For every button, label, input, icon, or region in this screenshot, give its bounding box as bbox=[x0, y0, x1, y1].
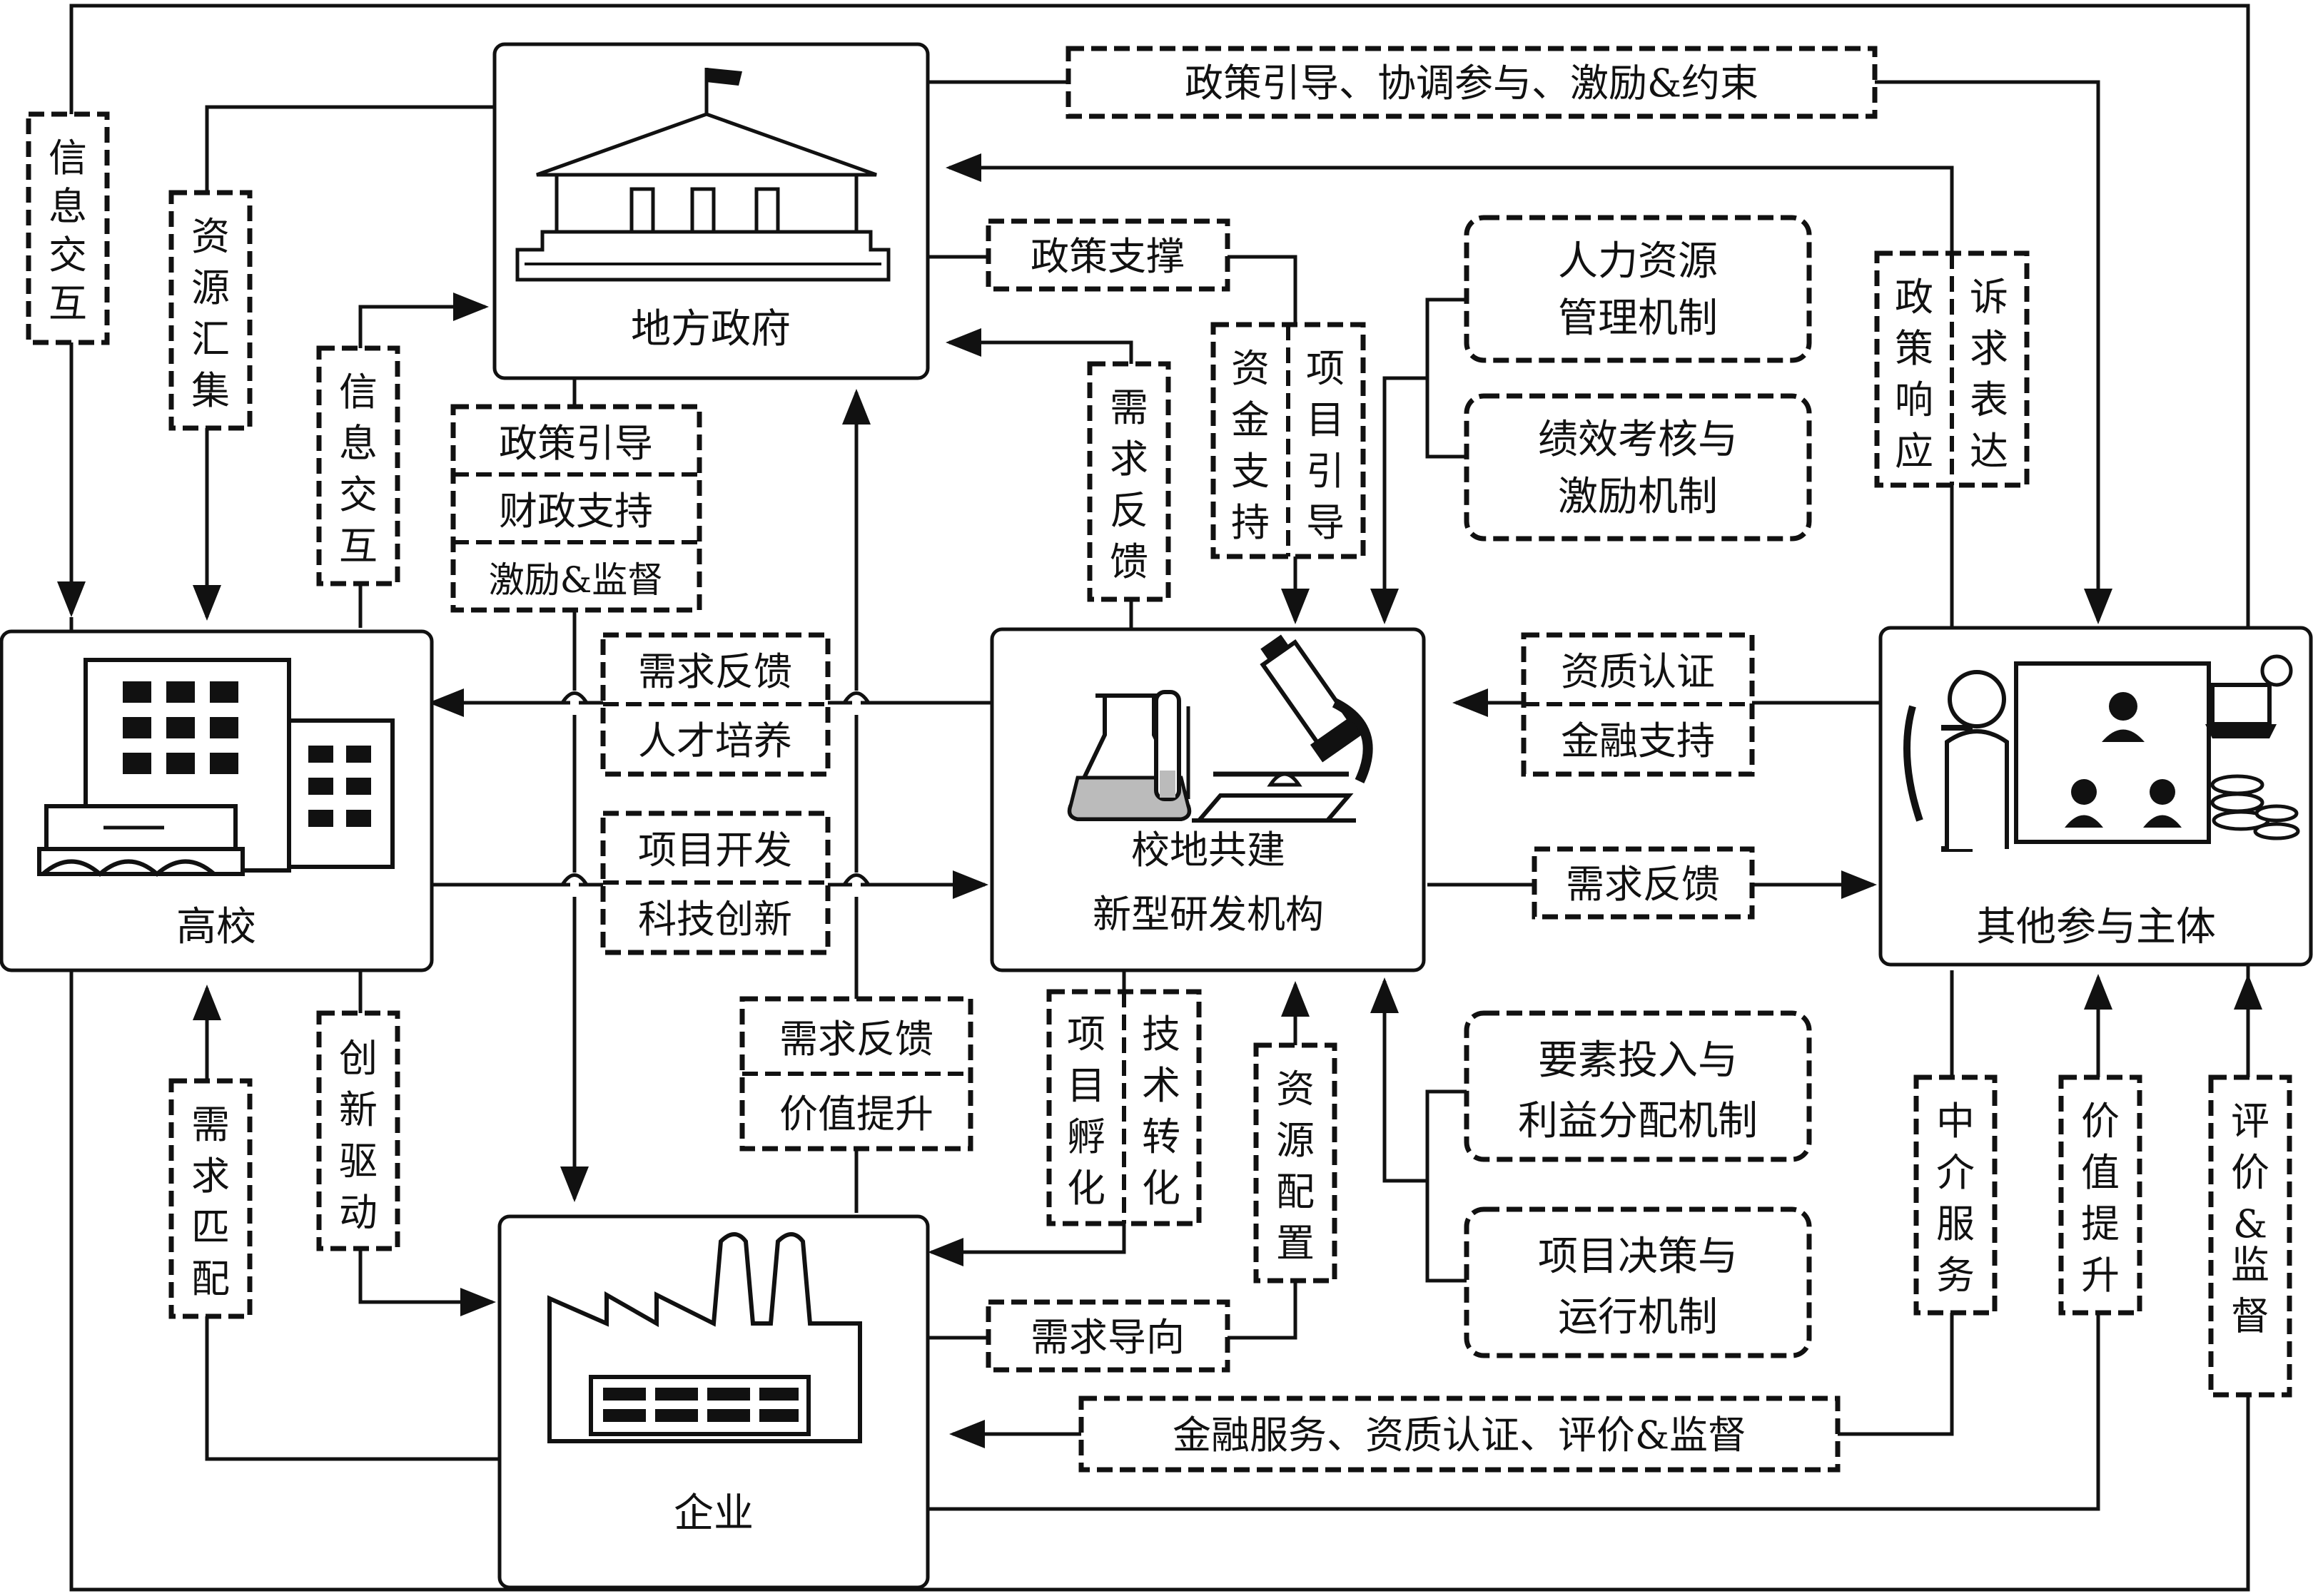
policy-top-label: 政策引导、协调参与、激励&约束 bbox=[1066, 46, 1878, 119]
mech-bracket-bottom bbox=[1425, 1089, 1467, 1283]
evaluation-label: 评价&监督 bbox=[2208, 1074, 2292, 1398]
institute-title-line2: 新型研发机构 bbox=[1093, 892, 1324, 937]
innovation-drive-text: 创新驱动 bbox=[339, 1036, 378, 1235]
hr-mechanism-line1: 人力资源 bbox=[1558, 238, 1718, 285]
policy-support-label: 政策支撑 bbox=[986, 218, 1230, 292]
factory-icon bbox=[547, 1232, 862, 1443]
info-exchange-inner-text: 信息交互 bbox=[339, 370, 378, 569]
other-participants-node[interactable]: 其他参与主体 bbox=[1878, 626, 2313, 967]
hr-mechanism-line2: 管理机制 bbox=[1558, 295, 1718, 342]
bridge-4 bbox=[842, 873, 871, 886]
univ-in-text-1: 项目开发 bbox=[638, 828, 792, 873]
intermediary-text: 中介服务 bbox=[1936, 1099, 1975, 1298]
demand-feedback-other-text: 需求反馈 bbox=[1566, 862, 1720, 907]
government-building-icon bbox=[515, 68, 891, 282]
mech-bracket-top bbox=[1425, 298, 1467, 459]
demand-feedback-gov-label: 需求反馈 bbox=[1087, 361, 1171, 602]
univ-in-label: 项目开发 科技创新 bbox=[600, 810, 831, 955]
project-incubation-text: 项目孵化 bbox=[1067, 1012, 1105, 1211]
institute-title-line1: 校地共建 bbox=[1131, 828, 1285, 873]
project-guide-text: 项目引导 bbox=[1306, 346, 1345, 545]
policy-response-text: 政策响应 bbox=[1895, 275, 1933, 474]
value-up-text: 价值提升 bbox=[2081, 1099, 2120, 1298]
lab-equipment-icon bbox=[1067, 634, 1373, 823]
gov-support-label: 政策引导 财政支持 激励&监督 bbox=[450, 404, 702, 613]
bridge-1 bbox=[560, 691, 589, 704]
performance-mechanism: 绩效考核与 激励机制 bbox=[1464, 393, 1812, 542]
factor-mechanism-line2: 利益分配机制 bbox=[1518, 1098, 1758, 1144]
demand-feedback-gov-text: 需求反馈 bbox=[1110, 385, 1148, 584]
resource-gather-text: 资源汇集 bbox=[191, 214, 230, 413]
performance-mechanism-line2: 激励机制 bbox=[1558, 474, 1718, 520]
gov-support-text-1: 政策引导 bbox=[499, 421, 653, 466]
innovation-drive-label: 创新驱动 bbox=[316, 1010, 400, 1251]
participants-icon bbox=[1903, 654, 2300, 852]
policy-top-text: 政策引导、协调参与、激励&约束 bbox=[1185, 61, 1758, 106]
incubation-transfer-label: 项目孵化 技术转化 bbox=[1046, 989, 1202, 1226]
fund-support-text: 资金支持 bbox=[1231, 346, 1270, 545]
intermediary-label: 中介服务 bbox=[1913, 1074, 1998, 1316]
bridge-2 bbox=[560, 873, 589, 886]
demand-feedback-other-label: 需求反馈 bbox=[1532, 846, 1755, 920]
resource-gather-label: 资源汇集 bbox=[168, 190, 253, 431]
other-in-label: 资质认证 金融支持 bbox=[1521, 632, 1755, 777]
decision-mechanism-line2: 运行机制 bbox=[1558, 1294, 1718, 1341]
university-node[interactable]: 高校 bbox=[0, 629, 434, 972]
factor-mechanism-line1: 要素投入与 bbox=[1538, 1037, 1738, 1084]
policy-support-text: 政策支撑 bbox=[1031, 234, 1185, 279]
other-participants-title: 其他参与主体 bbox=[1976, 904, 2216, 950]
enterprise-gov-text-1: 需求反馈 bbox=[779, 1017, 933, 1062]
demand-match-text: 需求匹配 bbox=[191, 1102, 230, 1301]
decision-mechanism: 项目决策与 运行机制 bbox=[1464, 1206, 1812, 1358]
info-exchange-outer-label: 信息交互 bbox=[26, 111, 110, 345]
institute-node[interactable]: 校地共建 新型研发机构 bbox=[990, 626, 1426, 972]
university-title: 高校 bbox=[176, 904, 256, 950]
finance-bottom-text: 金融服务、资质认证、评价&监督 bbox=[1173, 1413, 1746, 1458]
value-up-label: 价值提升 bbox=[2058, 1074, 2142, 1316]
tech-transfer-text: 技术转化 bbox=[1142, 1012, 1180, 1211]
enterprise-node[interactable]: 企业 bbox=[497, 1214, 930, 1590]
government-title: 地方政府 bbox=[631, 306, 791, 352]
demand-match-label: 需求匹配 bbox=[168, 1078, 253, 1319]
factor-mechanism: 要素投入与 利益分配机制 bbox=[1464, 1010, 1812, 1162]
mech-bracket-top-link bbox=[1370, 376, 1427, 624]
enterprise-title: 企业 bbox=[674, 1490, 754, 1537]
performance-mechanism-line1: 绩效考核与 bbox=[1538, 417, 1738, 463]
univ-out-label: 需求反馈 人才培养 bbox=[600, 632, 831, 777]
univ-in-text-2: 科技创新 bbox=[638, 897, 792, 942]
resource-gather-line bbox=[193, 105, 495, 621]
resource-allocation-label: 资源配置 bbox=[1253, 1042, 1337, 1284]
evaluation-text: 评价&监督 bbox=[2231, 1099, 2269, 1339]
other-in-text-1: 资质认证 bbox=[1561, 649, 1715, 694]
resource-allocation-text: 资源配置 bbox=[1276, 1067, 1315, 1266]
gov-support-text-3: 激励&监督 bbox=[489, 559, 664, 601]
appeal-expression-text: 诉求表达 bbox=[1970, 275, 2008, 474]
government-node[interactable]: 地方政府 bbox=[492, 42, 930, 380]
fund-project-label: 资金支持 项目引导 bbox=[1210, 322, 1366, 559]
enterprise-gov-text-2: 价值提升 bbox=[779, 1092, 933, 1137]
info-exchange-outer-text: 信息交互 bbox=[49, 136, 87, 326]
gov-support-text-2: 财政支持 bbox=[499, 489, 653, 534]
info-exchange-inner-label: 信息交互 bbox=[316, 345, 400, 586]
finance-bottom-label: 金融服务、资质认证、评价&监督 bbox=[1078, 1396, 1841, 1473]
demand-orientation-label: 需求导向 bbox=[986, 1299, 1230, 1373]
demand-orientation-text: 需求导向 bbox=[1031, 1315, 1185, 1360]
bridge-3 bbox=[842, 691, 871, 704]
other-in-text-2: 金融支持 bbox=[1561, 718, 1715, 763]
hr-mechanism: 人力资源 管理机制 bbox=[1464, 215, 1812, 363]
mech-bracket-bottom-link bbox=[1370, 977, 1427, 1183]
policy-appeal-label: 政策响应 诉求表达 bbox=[1874, 250, 2030, 488]
univ-out-text-2: 人才培养 bbox=[638, 718, 792, 763]
univ-out-text-1: 需求反馈 bbox=[638, 649, 792, 694]
university-building-icon bbox=[37, 658, 395, 877]
enterprise-gov-label: 需求反馈 价值提升 bbox=[739, 996, 973, 1152]
decision-mechanism-line1: 项目决策与 bbox=[1538, 1234, 1738, 1280]
